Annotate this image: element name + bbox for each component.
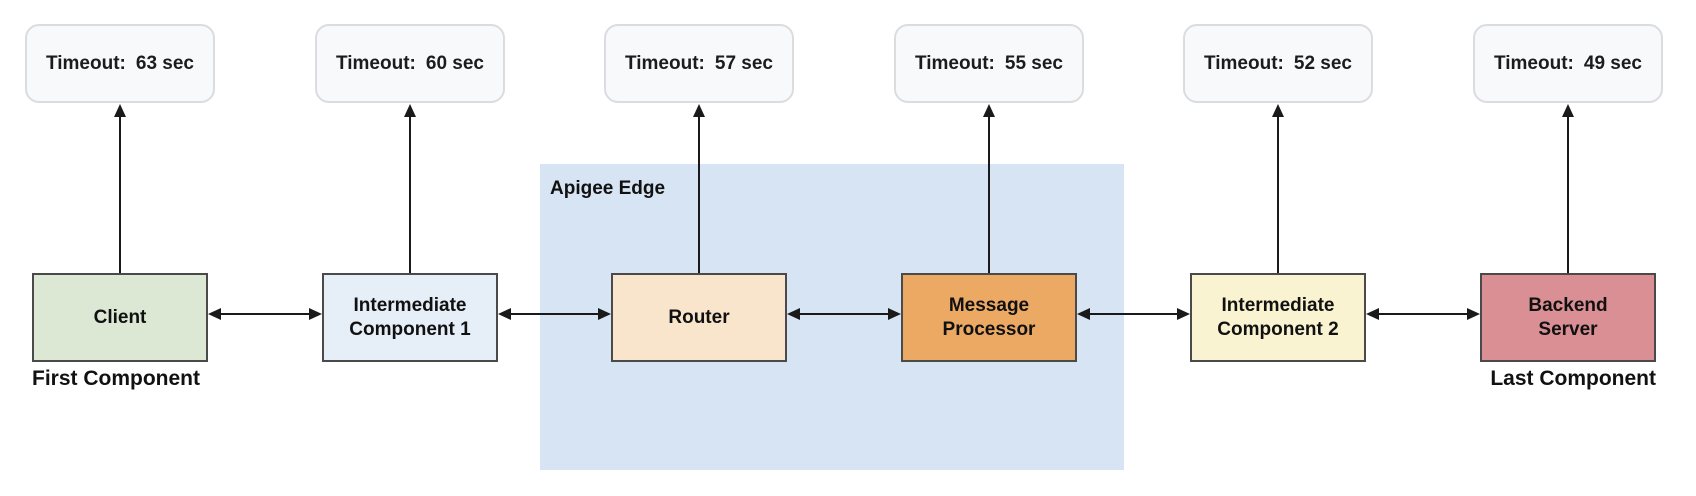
component-label: Client	[93, 306, 147, 328]
timeout-value: 55 sec	[1004, 52, 1063, 74]
apigee-edge-label: Apigee Edge	[550, 178, 666, 199]
timeout-label: Timeout:	[1204, 52, 1284, 74]
timeout-box-client: Timeout: 63 sec	[25, 24, 215, 103]
timeout-box-router: Timeout: 57 sec	[604, 24, 794, 103]
component-label: Router	[668, 306, 730, 328]
component-label: Intermediate Component 2	[1217, 294, 1339, 340]
timeout-box-intermediate-component-1: Timeout: 60 sec	[315, 24, 505, 103]
timeout-label: Timeout:	[625, 52, 705, 74]
component-intermediate-component-2: Intermediate Component 2	[1190, 273, 1366, 362]
timeout-label: Timeout:	[1494, 52, 1574, 74]
component-label: Intermediate Component 1	[349, 294, 471, 340]
timeout-value: 63 sec	[135, 52, 194, 74]
timeout-value: 49 sec	[1583, 52, 1642, 74]
caption-first-component: First Component	[32, 367, 200, 390]
timeout-value: 52 sec	[1293, 52, 1352, 74]
component-label: Backend Server	[1528, 294, 1608, 340]
timeout-value: 60 sec	[425, 52, 484, 74]
timeout-label: Timeout:	[46, 52, 126, 74]
caption-last-component: Last Component	[1490, 367, 1656, 390]
timeout-label: Timeout:	[915, 52, 995, 74]
component-message-processor: Message Processor	[901, 273, 1077, 362]
component-router: Router	[611, 273, 787, 362]
timeout-box-intermediate-component-2: Timeout: 52 sec	[1183, 24, 1373, 103]
component-intermediate-component-1: Intermediate Component 1	[322, 273, 498, 362]
timeout-box-backend-server: Timeout: 49 sec	[1473, 24, 1663, 103]
component-label: Message Processor	[942, 294, 1036, 340]
timeout-box-message-processor: Timeout: 55 sec	[894, 24, 1084, 103]
component-client: Client	[32, 273, 208, 362]
timeout-value: 57 sec	[714, 52, 773, 74]
timeout-label: Timeout:	[336, 52, 416, 74]
component-backend-server: Backend Server	[1480, 273, 1656, 362]
